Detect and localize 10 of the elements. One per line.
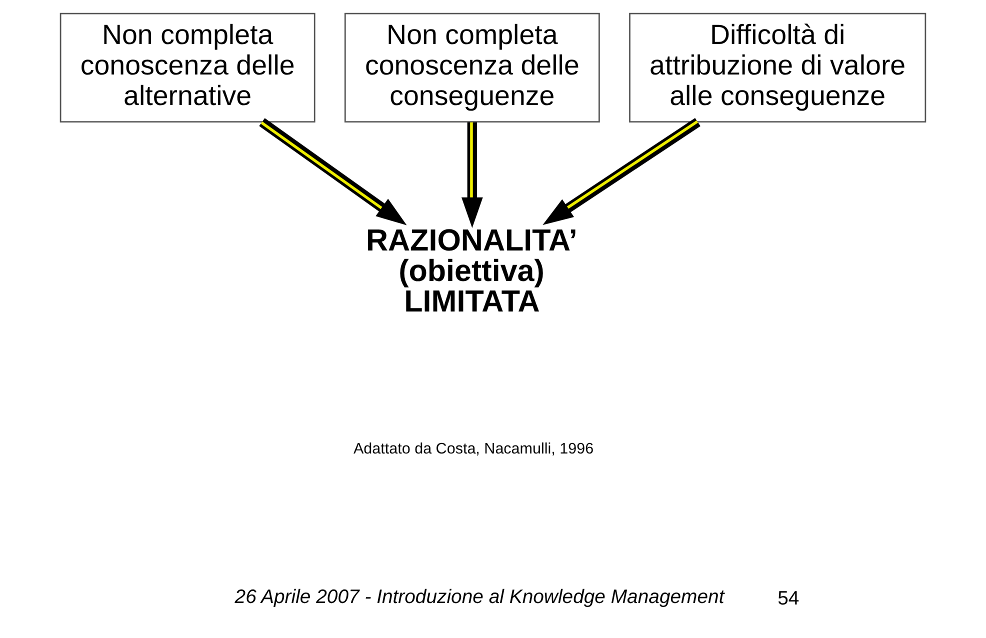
- arrow: [461, 122, 483, 228]
- arrow: [259, 118, 407, 226]
- node-box: Non completa conoscenza delle conseguenze: [344, 12, 600, 123]
- node-box: Non completa conoscenza delle alternative: [60, 12, 316, 123]
- node-text: RAZIONALITA’ (obiettiva) LIMITATA: [366, 223, 578, 319]
- label: 26 Aprile 2007 - Introduzione al Knowledge Management: [234, 586, 724, 608]
- label: 54: [778, 588, 800, 610]
- node-box: Difficoltà di attribuzione di valore alle conseguenze: [629, 12, 926, 123]
- label: Adattato da Costa, Nacamulli, 1996: [353, 440, 594, 458]
- arrow: [542, 118, 700, 226]
